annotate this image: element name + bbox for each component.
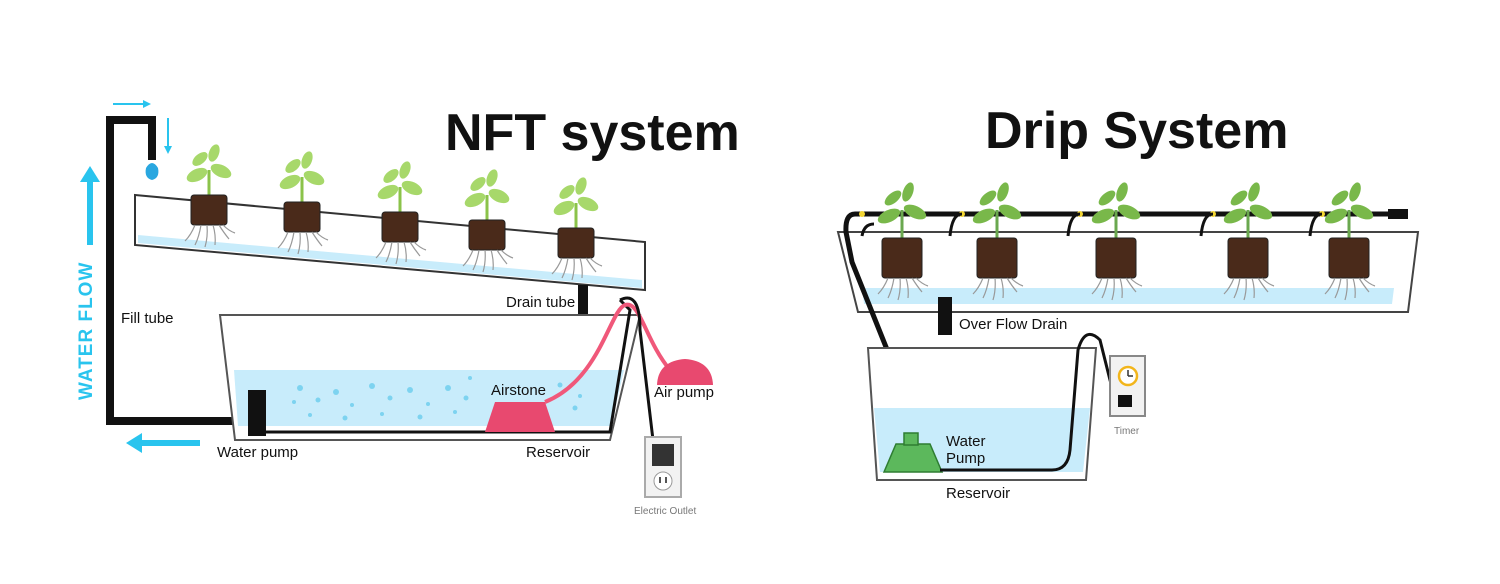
- water-pump-label-line1: Water: [946, 433, 985, 450]
- electric-outlet-icon: [644, 436, 682, 498]
- reservoir-label: Reservoir: [526, 444, 590, 461]
- drip-line-cap: [1388, 209, 1408, 219]
- drip-system: Drip System: [836, 102, 1420, 502]
- drip-water-pump: [882, 443, 944, 473]
- drip-plant-1: [860, 182, 929, 301]
- plant-2: [277, 151, 329, 255]
- drip-pump-outlet: [903, 432, 919, 446]
- plant-3: [375, 161, 427, 265]
- flow-arrow-up-icon: [80, 166, 100, 245]
- drain-tube: [578, 285, 588, 321]
- drain-tube-label: Drain tube: [506, 294, 575, 311]
- water-pump: [248, 390, 266, 436]
- air-pump: [657, 359, 713, 385]
- water-drop-icon: [145, 163, 159, 180]
- air-pump-label: Air pump: [654, 384, 714, 401]
- plant-5: [551, 177, 603, 281]
- airstone: [485, 402, 555, 432]
- overflow-drain-label: Over Flow Drain: [959, 316, 1067, 333]
- plant-4: [462, 169, 514, 273]
- nft-system: NFT system WATER FLOW Fill tube: [76, 100, 740, 517]
- nft-title: NFT system: [445, 104, 740, 162]
- drip-reservoir-label: Reservoir: [946, 485, 1010, 502]
- nft-channel-water: [138, 235, 642, 288]
- drip-plant-2: [948, 182, 1024, 301]
- drip-title: Drip System: [985, 102, 1288, 160]
- flow-arrow-right-small-icon: [113, 100, 151, 108]
- fill-tube-label: Fill tube: [121, 310, 174, 327]
- bubbles: [292, 376, 582, 421]
- timer-cord: [940, 332, 1118, 472]
- timer-icon: [1109, 355, 1146, 417]
- outlet-cord: [619, 296, 655, 441]
- overflow-drain: [938, 297, 952, 335]
- flow-arrow-down-small-icon: [164, 118, 172, 154]
- drip-plant-3: [1066, 182, 1143, 301]
- air-line: [544, 302, 672, 404]
- drip-feed-line: [843, 211, 1395, 413]
- water-flow-label: WATER FLOW: [76, 262, 97, 400]
- fill-tube: [106, 116, 250, 425]
- drip-plant-5: [1308, 182, 1376, 301]
- flow-arrow-left-icon: [126, 433, 200, 453]
- water-pump-label-line2: Pump: [946, 450, 985, 467]
- nft-reservoir-water: [234, 370, 624, 426]
- timer-label: Timer: [1114, 426, 1140, 437]
- electric-outlet-label: Electric Outlet: [634, 506, 696, 517]
- drip-plant-4: [1199, 182, 1275, 301]
- airstone-label: Airstone: [491, 382, 546, 399]
- plant-1: [184, 144, 236, 248]
- water-pump-label: Water pump: [217, 444, 298, 461]
